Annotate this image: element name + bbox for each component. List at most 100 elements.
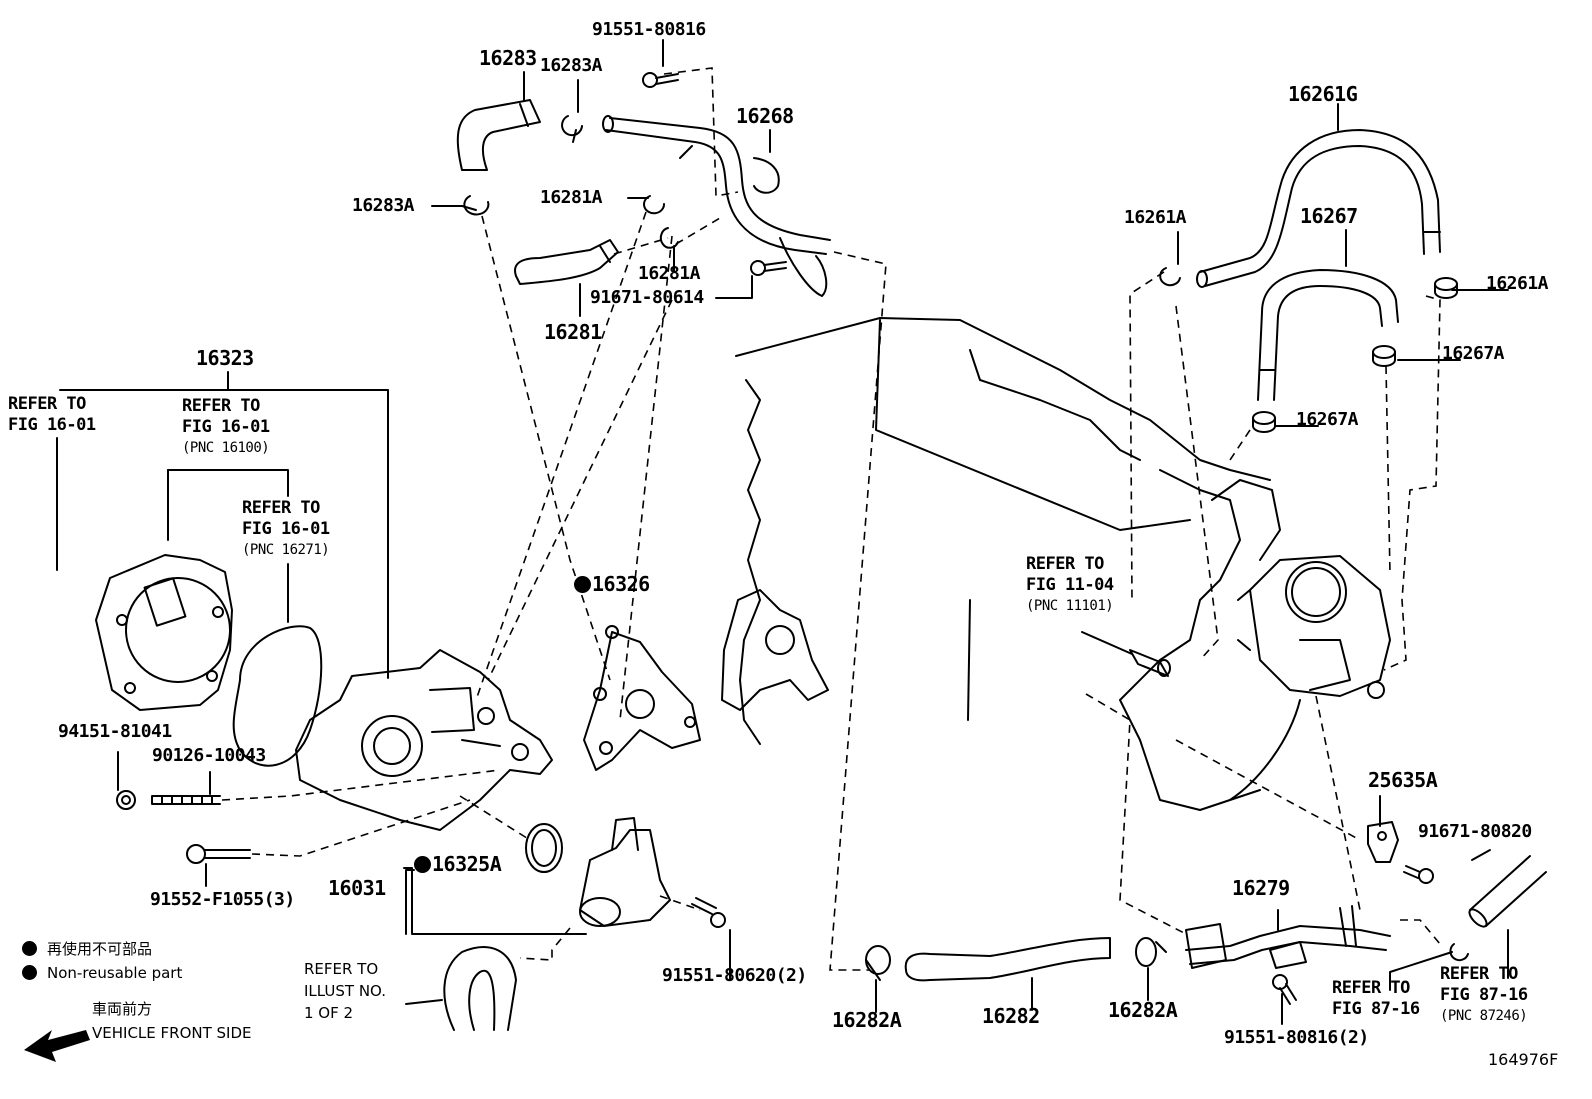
refer-line-2: FIG 16-01	[242, 519, 330, 539]
clamp-16261A-right	[1434, 277, 1458, 299]
gasket-16326	[583, 625, 701, 771]
label-16283A-top[interactable]: 16283A	[540, 55, 603, 76]
legend-jp-text: 再使用不可部品	[47, 940, 153, 958]
hose-16267	[1257, 269, 1399, 401]
bolt-91551-80620	[691, 897, 726, 928]
bullet-dot-icon	[22, 965, 37, 980]
bolt-91671-80820	[1403, 865, 1434, 884]
label-16282[interactable]: 16282	[982, 1004, 1040, 1028]
refer-line-3: 1 OF 2	[304, 1004, 354, 1022]
refer-line-2: FIG 87-16	[1440, 985, 1528, 1005]
hose-16282	[904, 937, 1111, 982]
refer-note-pnc-16100[interactable]: REFER TO FIG 16-01 (PNC 16100)	[182, 396, 270, 459]
vehicle-front-arrow-icon	[24, 1030, 90, 1062]
refer-line-1: REFER TO	[242, 498, 320, 518]
legend-en-text: Non-reusable part	[47, 964, 183, 982]
non-reusable-dot-icon	[574, 576, 591, 593]
label-16282A-right[interactable]: 16282A	[1108, 998, 1178, 1022]
label-16261A-left[interactable]: 16261A	[1124, 207, 1187, 228]
refer-note-pnc-16271[interactable]: REFER TO FIG 16-01 (PNC 16271)	[242, 498, 330, 561]
label-16282A-left[interactable]: 16282A	[832, 1008, 902, 1032]
refer-line-1: REFER TO	[1440, 964, 1518, 984]
label-16325A[interactable]: 16325A	[414, 852, 502, 876]
vehicle-front-en: VEHICLE FRONT SIDE	[92, 1024, 252, 1042]
label-16281[interactable]: 16281	[544, 320, 602, 344]
clamp-16282A-left	[865, 945, 891, 981]
refer-line-2: FIG 11-04	[1026, 575, 1114, 595]
refer-pnc: (PNC 16271)	[242, 542, 330, 558]
clamp-16281A-b	[659, 227, 679, 249]
label-94151-81041[interactable]: 94151-81041	[58, 721, 172, 742]
label-91552-F1055[interactable]: 91552-F1055(3)	[150, 889, 295, 910]
hose-16281	[514, 239, 619, 285]
label-16281A-a[interactable]: 16281A	[540, 187, 603, 208]
label-91551-80620[interactable]: 91551-80620(2)	[662, 965, 807, 986]
refer-line-1: REFER TO	[8, 394, 86, 414]
label-16267[interactable]: 16267	[1300, 204, 1358, 228]
label-16268[interactable]: 16268	[736, 104, 794, 128]
label-16283[interactable]: 16283	[479, 46, 537, 70]
refer-pnc: (PNC 16100)	[182, 440, 270, 456]
label-16279[interactable]: 16279	[1232, 876, 1290, 900]
clamp-16283A-left	[461, 195, 490, 216]
label-16267A-mid[interactable]: 16267A	[1296, 409, 1359, 430]
clamp-16261A-left	[1159, 267, 1181, 287]
refer-note-illust-1-of-2[interactable]: REFER TO ILLUST NO. 1 OF 2	[304, 958, 386, 1024]
legend-non-reusable-en: Non-reusable part	[22, 964, 182, 982]
hose-16261G	[1196, 129, 1441, 288]
clamp-16267A-right	[1372, 345, 1396, 367]
refer-note-fig-87-16[interactable]: REFER TO FIG 87-16	[1332, 978, 1420, 1020]
stud-90126-10043	[151, 795, 221, 805]
label-90126-10043[interactable]: 90126-10043	[152, 745, 266, 766]
refer-line-2: ILLUST NO.	[304, 982, 387, 1000]
label-16261A-right[interactable]: 16261A	[1486, 273, 1549, 294]
label-16281A-b[interactable]: 16281A	[638, 263, 701, 284]
bracket-25635A	[1367, 821, 1399, 863]
non-reusable-dot-icon	[414, 856, 431, 873]
label-91671-80820[interactable]: 91671-80820	[1418, 821, 1532, 842]
bullet-dot-icon	[22, 941, 37, 956]
label-16323[interactable]: 16323	[196, 346, 254, 370]
refer-line-2: FIG 16-01	[8, 415, 96, 435]
water-pump-cover	[95, 554, 233, 711]
refer-note-pnc-87246[interactable]: REFER TO FIG 87-16 (PNC 87246)	[1440, 964, 1528, 1027]
label-16261G[interactable]: 16261G	[1288, 82, 1358, 106]
clamp-16281A-a	[643, 195, 666, 215]
label-91551-80816-top[interactable]: 91551-80816	[592, 19, 706, 40]
bolt-91552-F1055	[186, 844, 251, 864]
label-16031[interactable]: 16031	[328, 876, 386, 900]
refer-line-2: FIG 87-16	[1332, 999, 1420, 1019]
clamp-16282A-right	[1135, 937, 1167, 967]
bolt-91671-80614	[750, 260, 787, 276]
label-16326-text: 16326	[592, 572, 650, 596]
hose-87246	[1468, 855, 1547, 928]
refer-pnc: (PNC 87246)	[1440, 1008, 1528, 1024]
label-16326[interactable]: 16326	[574, 574, 650, 594]
label-91671-80614[interactable]: 91671-80614	[590, 287, 704, 308]
hose-16283	[456, 99, 541, 171]
refer-pnc: (PNC 11101)	[1026, 598, 1114, 614]
label-91551-80816-bottom[interactable]: 91551-80816(2)	[1224, 1027, 1369, 1048]
legend-non-reusable-jp: 再使用不可部品	[22, 940, 152, 958]
refer-note-fig-16-01[interactable]: REFER TO FIG 16-01	[8, 394, 96, 436]
water-pump-body	[295, 649, 553, 831]
label-25635A[interactable]: 25635A	[1368, 768, 1438, 792]
inlet-16031	[579, 817, 671, 927]
refer-line-2: FIG 16-01	[182, 417, 270, 437]
refer-line-1: REFER TO	[1332, 978, 1410, 998]
refer-note-pnc-11101[interactable]: REFER TO FIG 11-04 (PNC 11101)	[1026, 554, 1114, 617]
label-16325A-text: 16325A	[432, 852, 502, 876]
refer-line-1: REFER TO	[182, 396, 260, 416]
clamp-16283A-top	[561, 115, 583, 143]
bolt-91551-80816-bottom	[1272, 974, 1297, 1005]
lower-hose	[443, 946, 517, 1031]
clamp-87-16	[1449, 943, 1469, 962]
bolt-91551-80816-top	[642, 72, 679, 88]
vehicle-front-jp: 車両前方	[92, 1000, 153, 1018]
o-ring-gasket	[232, 625, 323, 767]
label-16267A-right[interactable]: 16267A	[1442, 343, 1505, 364]
figure-id: 164976F	[1488, 1050, 1559, 1069]
label-16283A-left[interactable]: 16283A	[352, 195, 415, 216]
o-ring-16325A	[525, 823, 563, 873]
